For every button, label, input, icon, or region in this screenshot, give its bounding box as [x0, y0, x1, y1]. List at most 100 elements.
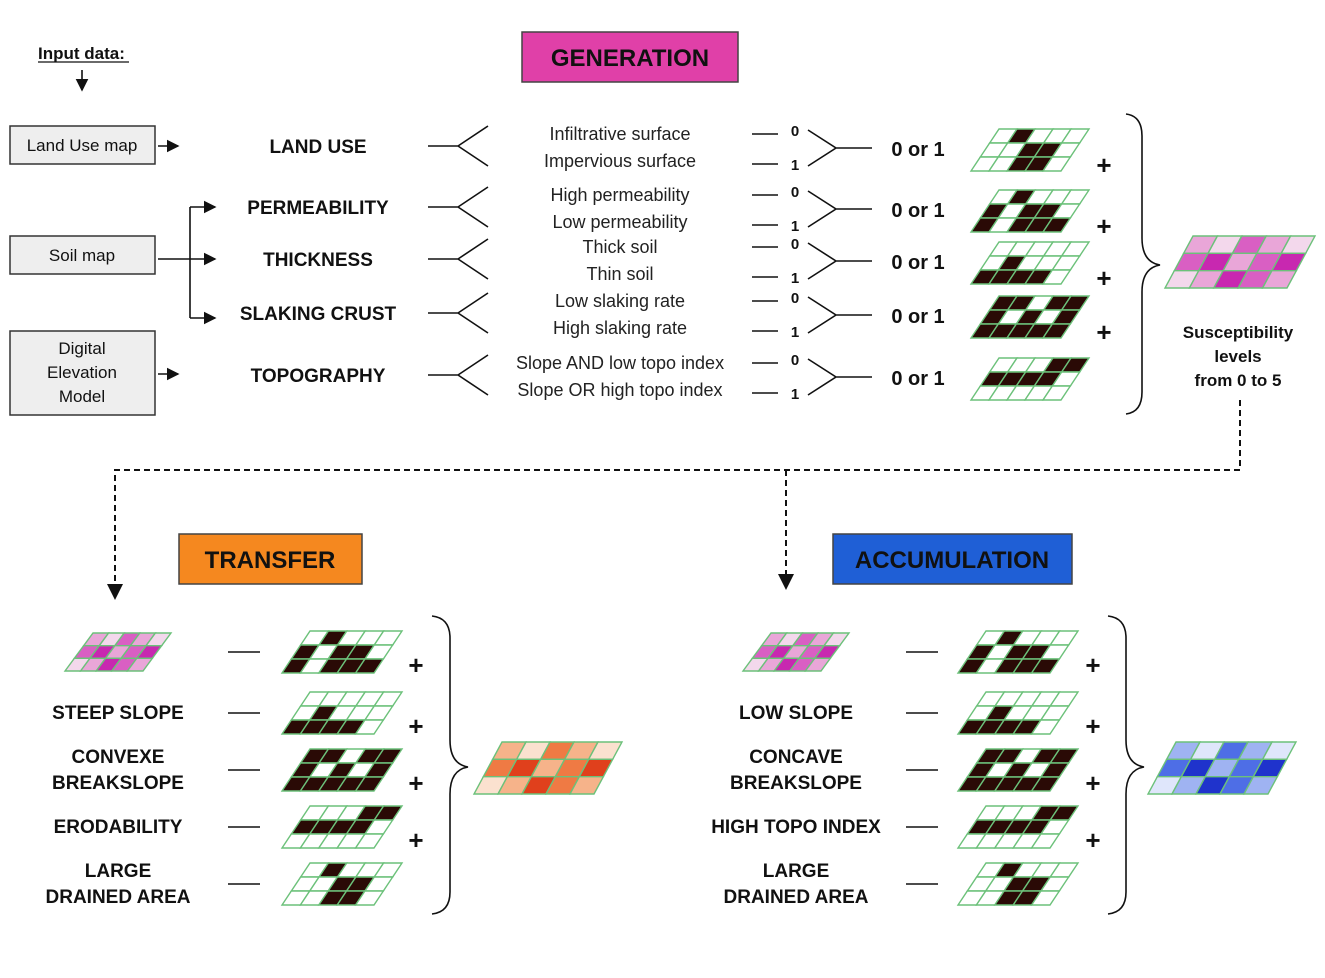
accumulation-row: LOW SLOPE+ [739, 691, 1101, 741]
class-1-label: Thin soil [586, 264, 653, 284]
generation-row: TOPOGRAPHY Slope AND low topo indexSlope … [251, 352, 1091, 403]
transfer-title: TRANSFER [205, 547, 336, 574]
plus-sign: + [1085, 768, 1100, 798]
factor-label: LARGE [763, 861, 830, 882]
class-1-label: High slaking rate [553, 318, 687, 338]
factor-grid-map [280, 805, 404, 849]
factor-grid-map [956, 691, 1080, 735]
accumulation-row: CONCAVE BREAKSLOPE + [730, 747, 1101, 798]
class-0-label: Thick soil [582, 237, 657, 257]
plus-sign: + [1096, 211, 1111, 241]
transfer-row: + [63, 630, 424, 680]
land-use-map-box: Land Use map [9, 125, 156, 165]
value-zero: 0 [791, 236, 799, 253]
soil-map-box: Soil map [9, 235, 156, 275]
generation-title-box: GENERATION [521, 31, 739, 83]
plus-sign: + [408, 650, 423, 680]
value-one: 1 [791, 218, 799, 235]
factor-label: STEEP SLOPE [52, 703, 184, 724]
factor-label: TOPOGRAPHY [251, 366, 386, 387]
class-1-label: Low permeability [552, 212, 687, 232]
transfer-row: STEEP SLOPE + [52, 691, 424, 741]
value-zero: 0 [791, 184, 799, 201]
factor-grid-map [969, 357, 1091, 401]
plus-sign: + [1085, 650, 1100, 680]
transfer-title-box: TRANSFER [178, 533, 363, 585]
transfer-result-grid [472, 741, 624, 795]
class-0-label: Slope AND low topo index [516, 353, 724, 373]
factor-grid-map [280, 691, 404, 735]
susceptibility-input-grid [741, 632, 851, 672]
factor-label: BREAKSLOPE [730, 773, 862, 794]
susceptibility-line2: levels [1214, 347, 1261, 366]
factor-grid-map [969, 241, 1091, 285]
accumulation-output-grid [1146, 741, 1298, 795]
factor-grid-map [956, 748, 1080, 792]
plus-sign: + [408, 825, 423, 855]
plus-sign: + [1096, 150, 1111, 180]
factor-grid-map [969, 189, 1091, 233]
factor-grid-map [956, 630, 1080, 674]
transfer-row: CONVEXE BREAKSLOPE + [52, 747, 424, 798]
value-zero: 0 [791, 123, 799, 140]
class-1-label: Slope OR high topo index [517, 380, 722, 400]
factor-label: DRAINED AREA [46, 887, 191, 908]
factor-label: THICKNESS [263, 250, 373, 271]
dem-label-line2: Elevation [47, 363, 117, 382]
transfer-row: ERODABILITY + [54, 805, 424, 855]
accumulation-row: HIGH TOPO INDEX + [711, 805, 1101, 855]
binary-output-label: 0 or 1 [891, 139, 944, 161]
value-zero: 0 [791, 290, 799, 307]
accumulation-title-box: ACCUMULATION [832, 533, 1073, 585]
plus-sign: + [1085, 825, 1100, 855]
binary-output-label: 0 or 1 [891, 252, 944, 274]
land-use-map-label: Land Use map [27, 136, 138, 155]
transfer-factor-rows: +STEEP SLOPE+CONVEXEBREAKSLOPE+ERODABILI… [46, 630, 424, 908]
binary-output-label: 0 or 1 [891, 306, 944, 328]
factor-grid-map [956, 805, 1080, 849]
susceptibility-line1: Susceptibility [1183, 323, 1294, 342]
factor-label: SLAKING CRUST [240, 304, 397, 325]
value-one: 1 [791, 386, 799, 403]
dem-box: Digital Elevation Model [9, 330, 156, 416]
accumulation-row: + [741, 630, 1101, 680]
factor-label: BREAKSLOPE [52, 773, 184, 794]
plus-sign: + [1096, 317, 1111, 347]
factor-grid-map [280, 748, 404, 792]
value-one: 1 [791, 324, 799, 341]
binary-output-label: 0 or 1 [891, 200, 944, 222]
class-1-label: Impervious surface [544, 151, 696, 171]
susceptibility-line3: from 0 to 5 [1195, 371, 1282, 390]
value-zero: 0 [791, 352, 799, 369]
plus-sign: + [408, 768, 423, 798]
factor-label: HIGH TOPO INDEX [711, 817, 881, 838]
factor-grid-map [280, 862, 404, 906]
factor-label: CONCAVE [749, 747, 843, 768]
class-0-label: High permeability [550, 185, 689, 205]
class-0-label: Infiltrative surface [549, 124, 690, 144]
soil-map-label: Soil map [49, 246, 115, 265]
factor-grid-map [969, 128, 1091, 172]
input-data-header: Input data: [38, 44, 125, 63]
factor-label: PERMEABILITY [247, 198, 389, 219]
accumulation-title: ACCUMULATION [855, 547, 1049, 574]
plus-sign: + [408, 711, 423, 741]
binary-output-label: 0 or 1 [891, 368, 944, 390]
factor-label: CONVEXE [72, 747, 165, 768]
value-one: 1 [791, 157, 799, 174]
susceptibility-grid [1163, 235, 1317, 289]
factor-label: ERODABILITY [54, 817, 183, 838]
susceptibility-input-grid [63, 632, 173, 672]
plus-sign: + [1085, 711, 1100, 741]
factor-grid-map [280, 630, 404, 674]
generation-title: GENERATION [551, 45, 709, 72]
factor-label: LAND USE [269, 137, 366, 158]
factor-grid-map [956, 862, 1080, 906]
